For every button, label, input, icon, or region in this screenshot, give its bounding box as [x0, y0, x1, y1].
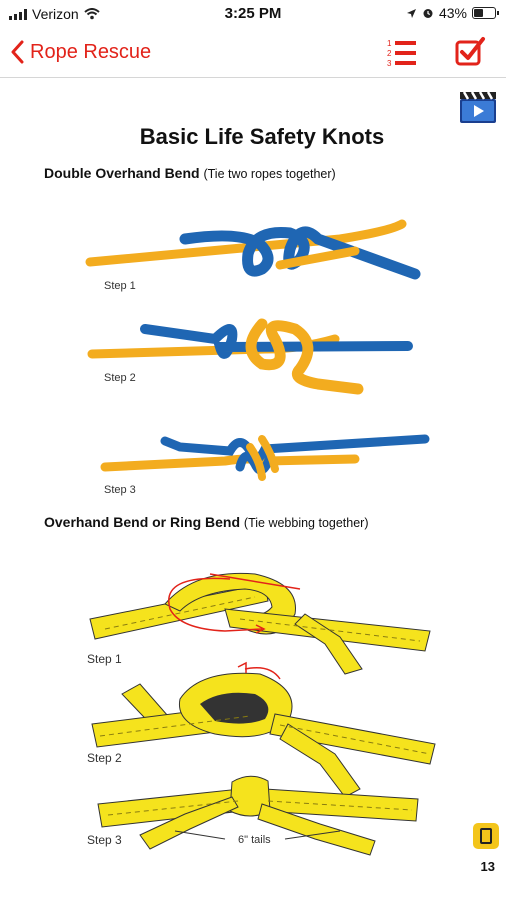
battery-icon	[472, 7, 499, 19]
rope-step-2: Step 2	[87, 318, 413, 395]
navigation-bar: Rope Rescue 1 2 3	[0, 28, 506, 78]
location-arrow-icon	[406, 8, 416, 18]
battery-percent: 43%	[438, 5, 467, 21]
double-overhand-bend-illustration: Step 1 Step 2 Step 3	[85, 219, 430, 496]
webbing-step-1: Step 1	[87, 572, 431, 675]
webbing-step-2: Step 2	[87, 661, 436, 798]
webbing-step-2-label: Step 2	[87, 751, 122, 765]
status-right: 43%	[406, 5, 499, 21]
numbered-list-icon: 1 2 3	[387, 39, 416, 68]
checklist-button[interactable]	[454, 36, 486, 73]
list-number-2: 2	[387, 49, 392, 58]
rope-step-1-label: Step 1	[104, 280, 136, 292]
section-heading-ring-bend: Overhand Bend or Ring Bend (Tie webbing …	[44, 514, 369, 530]
wifi-icon	[84, 8, 100, 20]
tails-note: 6" tails	[238, 834, 271, 846]
chevron-left-icon	[11, 40, 24, 64]
section-title: Overhand Bend or Ring Bend	[44, 514, 241, 530]
status-bar: Verizon 3:25 PM 43%	[0, 0, 506, 28]
video-clapper-icon	[460, 91, 496, 123]
video-button[interactable]	[458, 89, 498, 130]
rope-step-2-label: Step 2	[104, 372, 136, 384]
signal-icon	[9, 8, 27, 20]
rope-step-3-label: Step 3	[104, 484, 136, 496]
status-time: 3:25 PM	[224, 5, 282, 22]
section-subtitle: (Tie two ropes together)	[203, 167, 336, 181]
rope-step-1: Step 1	[85, 219, 421, 292]
numbered-list-button[interactable]: 1 2 3	[386, 36, 420, 75]
back-button-label: Rope Rescue	[30, 40, 152, 63]
section-subtitle: (Tie webbing together)	[243, 516, 369, 530]
alarm-icon	[423, 9, 433, 18]
webbing-step-1-label: Step 1	[87, 652, 122, 666]
section-title: Double Overhand Bend	[44, 165, 200, 181]
back-button[interactable]: Rope Rescue	[10, 36, 151, 68]
bookmark-icon	[480, 828, 492, 844]
carrier-label: Verizon	[32, 6, 79, 22]
bookmark-button[interactable]	[473, 823, 499, 849]
webbing-step-3-label: Step 3	[87, 833, 122, 847]
page-title: Basic Life Safety Knots	[139, 124, 385, 149]
webbing-step-3: 6" tails Step 3	[87, 775, 419, 856]
page-content: Basic Life Safety Knots Double Overhand …	[0, 79, 506, 900]
section-heading-double-overhand: Double Overhand Bend (Tie two ropes toge…	[44, 165, 336, 181]
list-number-3: 3	[387, 59, 392, 68]
list-number-1: 1	[387, 39, 392, 48]
ring-bend-illustration: Step 1 Step 2 6" tails Step 3	[87, 572, 436, 856]
rope-step-3: Step 3	[100, 434, 430, 496]
status-left: Verizon	[9, 6, 100, 22]
checkbox-icon	[455, 37, 485, 66]
page-number: 13	[480, 859, 495, 874]
